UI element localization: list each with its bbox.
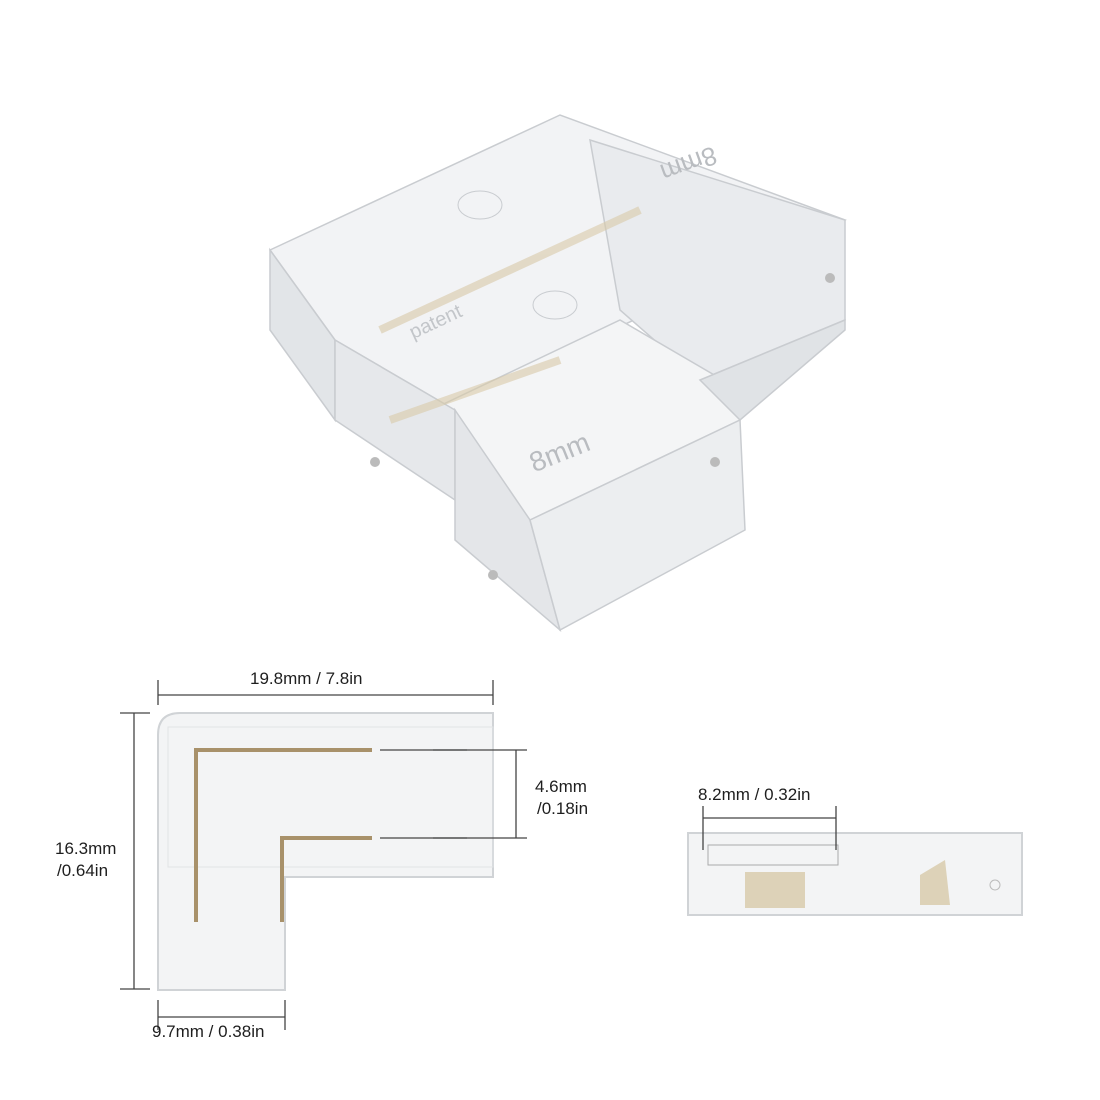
screw-icon [370, 457, 380, 467]
screw-icon [989, 879, 1001, 891]
connector-body [268, 114, 847, 633]
side-contact [745, 872, 805, 908]
side-slot [707, 844, 839, 866]
side-dimension-lines [702, 806, 837, 850]
connector-outline [157, 712, 494, 991]
wires [194, 748, 372, 922]
embossed-circle [457, 190, 503, 220]
screw-icon [710, 457, 720, 467]
side-contact [920, 860, 950, 905]
arm-width-label: 9.7mm / 0.38in [152, 1022, 265, 1041]
width-dimension-label: 19.8mm / 7.8in [250, 669, 363, 688]
internal-wires [378, 206, 642, 424]
dimension-lines [120, 680, 527, 1030]
connector-3d-render: 8mm 8mm patent [268, 114, 847, 633]
screw-icon [825, 273, 835, 283]
height-dimension-label-in: /0.64in [57, 861, 109, 880]
embossed-circle [532, 290, 578, 320]
pin-spacing-label-in: /0.18in [537, 799, 589, 818]
pin-spacing-label-mm: 4.6mm [535, 777, 587, 796]
side-width-label: 8.2mm / 0.32in [698, 785, 811, 804]
height-dimension-label-mm: 16.3mm [55, 839, 117, 858]
inner-outline [167, 726, 494, 868]
screw-icon [488, 570, 498, 580]
side-body [687, 832, 1023, 916]
